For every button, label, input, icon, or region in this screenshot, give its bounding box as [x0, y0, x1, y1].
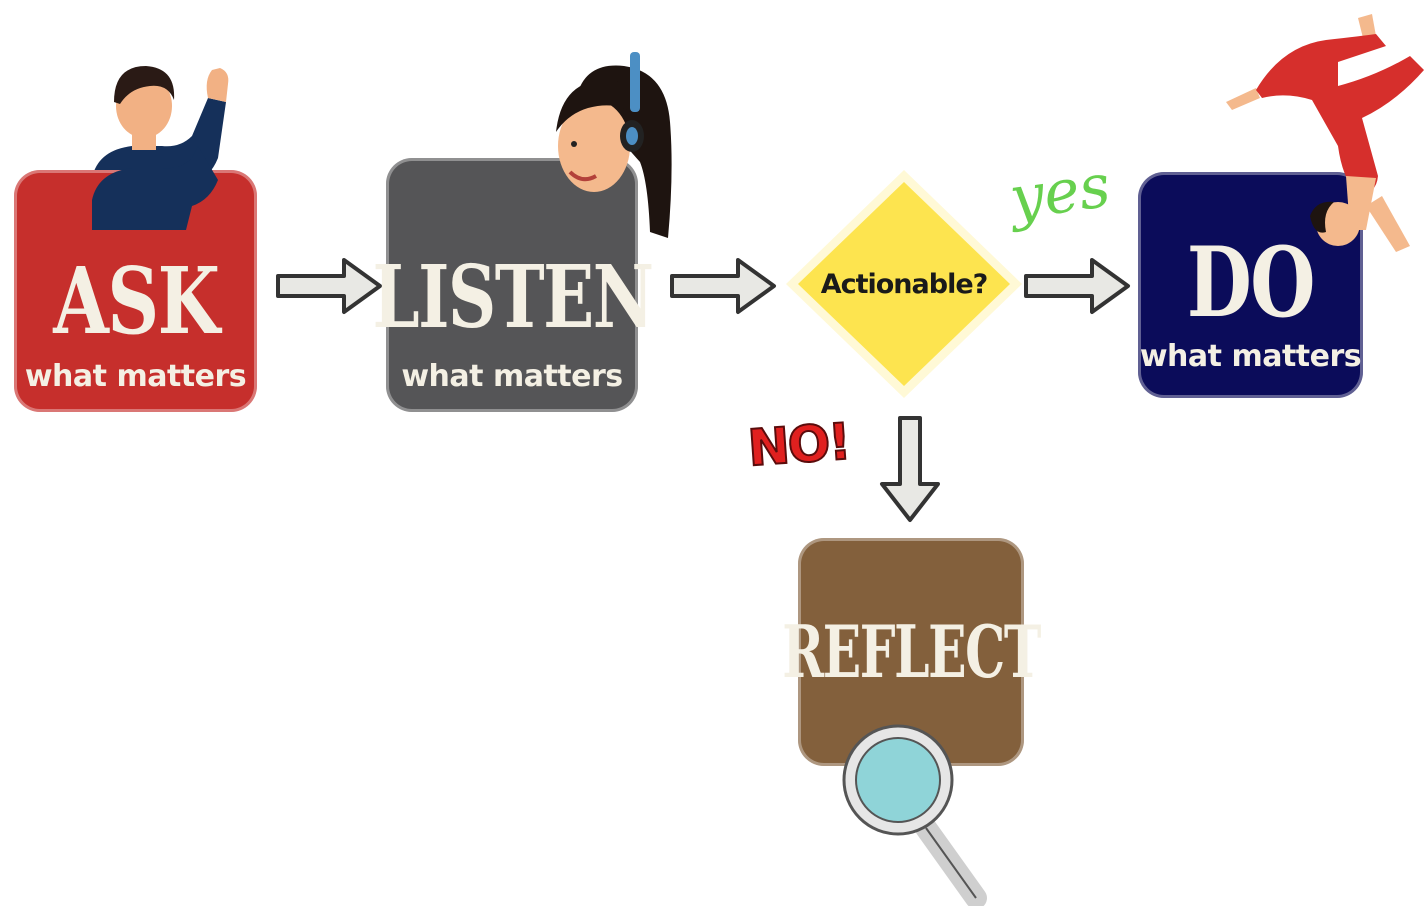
arrow-down-icon — [880, 416, 940, 522]
listen-subtitle: what matters — [401, 359, 623, 394]
arrow-right-icon — [670, 258, 776, 314]
headset-woman-icon — [556, 52, 672, 238]
handstand-woman-icon — [1226, 14, 1424, 252]
yes-branch-label: yes — [1005, 150, 1115, 235]
arrow-right-icon — [1024, 258, 1130, 314]
do-title: DO — [1186, 226, 1316, 339]
decision-diamond-shape — [786, 170, 1022, 398]
reflect-step-box: REFLECT — [782, 538, 1041, 766]
magnifying-glass-icon — [842, 724, 987, 906]
reflect-title: REFLECT — [782, 609, 1041, 694]
do-subtitle: what matters — [1139, 339, 1362, 374]
waving-person-overlap — [92, 146, 218, 230]
listen-step-box: LISTEN what matters — [372, 158, 654, 412]
no-branch-label: NO! — [745, 412, 852, 479]
arrow-right-icon — [276, 258, 382, 314]
ask-title: ASK — [52, 247, 220, 355]
decision-label: Actionable? — [820, 268, 989, 300]
ask-step-box: ASK what matters — [14, 170, 257, 412]
actionable-decision: Actionable? — [784, 168, 1024, 400]
listen-title: LISTEN — [372, 247, 654, 348]
ask-subtitle: what matters — [24, 359, 247, 394]
